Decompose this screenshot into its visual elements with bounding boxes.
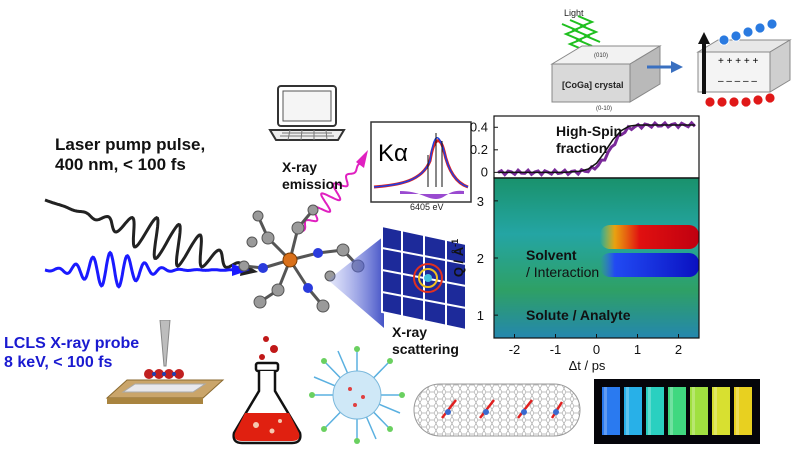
pump-label-line2: 400 nm, < 100 fs: [55, 155, 186, 175]
scattering-detector: [328, 224, 467, 332]
polarized-crystal: + + + + + – – – – –: [696, 18, 792, 108]
svg-text:– – – – –: – – – – –: [718, 76, 757, 87]
kalpha-energy: 6405 eV: [410, 202, 444, 211]
scatter-label: X-ray scattering: [392, 324, 459, 358]
pump-label-line1: Laser pump pulse,: [55, 135, 206, 154]
kalpha-spectrum: Kα 6405 eV: [370, 121, 472, 211]
scatter-label-line1: X-ray: [392, 324, 428, 340]
heatmap-y-tick-label: 2: [477, 251, 484, 266]
results-chart: 0 0.2 0.4 High-Spin fraction Solvent / Int…: [450, 115, 700, 373]
heatmap-x-tick-label: -1: [550, 342, 562, 357]
probe-wave: [44, 250, 237, 289]
hs-title-line1: High-Spin: [556, 123, 622, 139]
hs-y-tick-label: 0.2: [470, 142, 488, 157]
face-side-label: (0-10): [596, 106, 612, 112]
heatmap-x-tick-label: -2: [509, 342, 521, 357]
probe-label: LCLS X-ray probe 8 keV, < 100 fs: [4, 334, 139, 372]
nanotube-icon: [413, 383, 581, 437]
scatter-label-line2: scattering: [392, 340, 459, 357]
sample-stage: [105, 320, 225, 404]
heatmap-y-tick-label: 3: [477, 194, 484, 209]
laptop-icon: [268, 85, 346, 141]
heatmap-x-tick-label: 2: [675, 342, 682, 357]
probe-label-line1: LCLS X-ray probe: [4, 335, 140, 352]
solvent-label-line1: Solvent: [526, 247, 577, 263]
kalpha-label: Kα: [378, 140, 408, 167]
fluorescent-vials-image: [594, 379, 760, 444]
face-top-label: (010): [594, 53, 608, 59]
heatmap-x-tick-label: 0: [593, 342, 600, 357]
heatmap-y-tick-label: 1: [477, 308, 484, 323]
emission-label-line1: X-ray: [282, 159, 318, 175]
svg-text:Q / Å-1: Q / Å-1: [450, 239, 466, 277]
probe-label-line2: 8 keV, < 100 fs: [4, 354, 113, 372]
transform-arrow: [647, 61, 683, 73]
emission-arrow: [356, 150, 368, 168]
light-label: Light: [564, 8, 584, 18]
solvent-label-line2: / Interaction: [526, 264, 599, 280]
nanoparticle-icon: [309, 346, 405, 444]
y-axis-label-text: Q / Å: [451, 246, 466, 277]
hs-y-tick-label: 0: [481, 164, 488, 179]
svg-text:+ + + + +: + + + + +: [718, 56, 758, 67]
pump-label: Laser pump pulse, 400 nm, < 100 fs: [55, 135, 205, 176]
heatmap-x-tick-label: 1: [634, 342, 641, 357]
emission-wave: [299, 161, 363, 233]
crystal-label: [CoGa] crystal: [562, 80, 624, 90]
pump-wave: [44, 198, 247, 269]
y-axis-label: Q / Å-1: [450, 239, 466, 277]
y-axis-label-sup: -1: [450, 239, 460, 247]
crystal-block: Light [CoGa] crystal (010) (0-10): [550, 8, 662, 112]
flask-icon: [232, 336, 302, 445]
x-axis-label: Δt / ps: [569, 358, 606, 373]
emission-label-line2: emission: [282, 175, 343, 192]
heatmap-panel: [493, 177, 700, 339]
hs-fit-line: [498, 124, 695, 174]
hs-y-tick-label: 0.4: [470, 119, 488, 134]
emission-label: X-ray emission: [282, 159, 343, 193]
hs-title-line2: fraction: [556, 140, 607, 156]
solute-label: Solute / Analyte: [526, 307, 631, 323]
